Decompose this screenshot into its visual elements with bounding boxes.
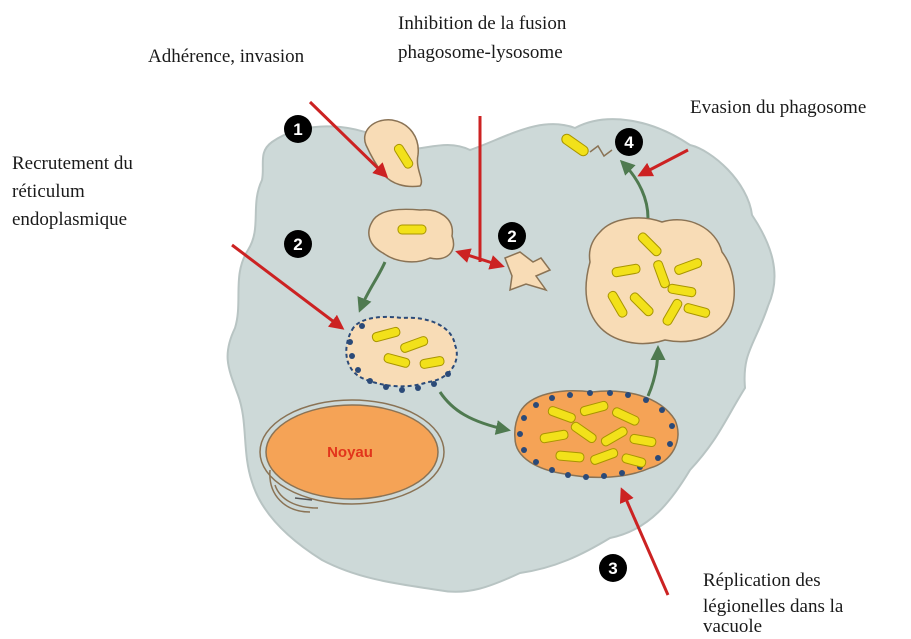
nucleus-label: Noyau	[327, 444, 373, 461]
label-recruit-line3: endoplasmique	[12, 208, 127, 231]
label-recruit-line2: réticulum	[12, 180, 85, 203]
label-fusion-line2: phagosome-lysosome	[398, 41, 563, 64]
step-marker-4: 4	[615, 128, 643, 156]
label-replication-line1: Réplication des	[703, 569, 821, 592]
label-adhesion: Adhérence, invasion	[148, 45, 304, 68]
macrophage-cell	[228, 119, 775, 592]
bacterium	[398, 225, 426, 234]
label-evasion: Evasion du phagosome	[690, 96, 866, 119]
svg-text:2: 2	[507, 227, 516, 246]
label-recruit-line1: Recrutement du	[12, 152, 133, 175]
step-marker-1: 1	[284, 115, 312, 143]
step-marker-3: 3	[599, 554, 627, 582]
label-replication-line3: vacuole	[703, 615, 762, 638]
step-marker-2b: 2	[498, 222, 526, 250]
step-marker-2a: 2	[284, 230, 312, 258]
svg-text:1: 1	[293, 120, 302, 139]
label-fusion-line1: Inhibition de la fusion	[398, 12, 566, 35]
svg-text:2: 2	[293, 235, 302, 254]
svg-text:4: 4	[624, 133, 634, 152]
svg-text:3: 3	[608, 559, 617, 578]
